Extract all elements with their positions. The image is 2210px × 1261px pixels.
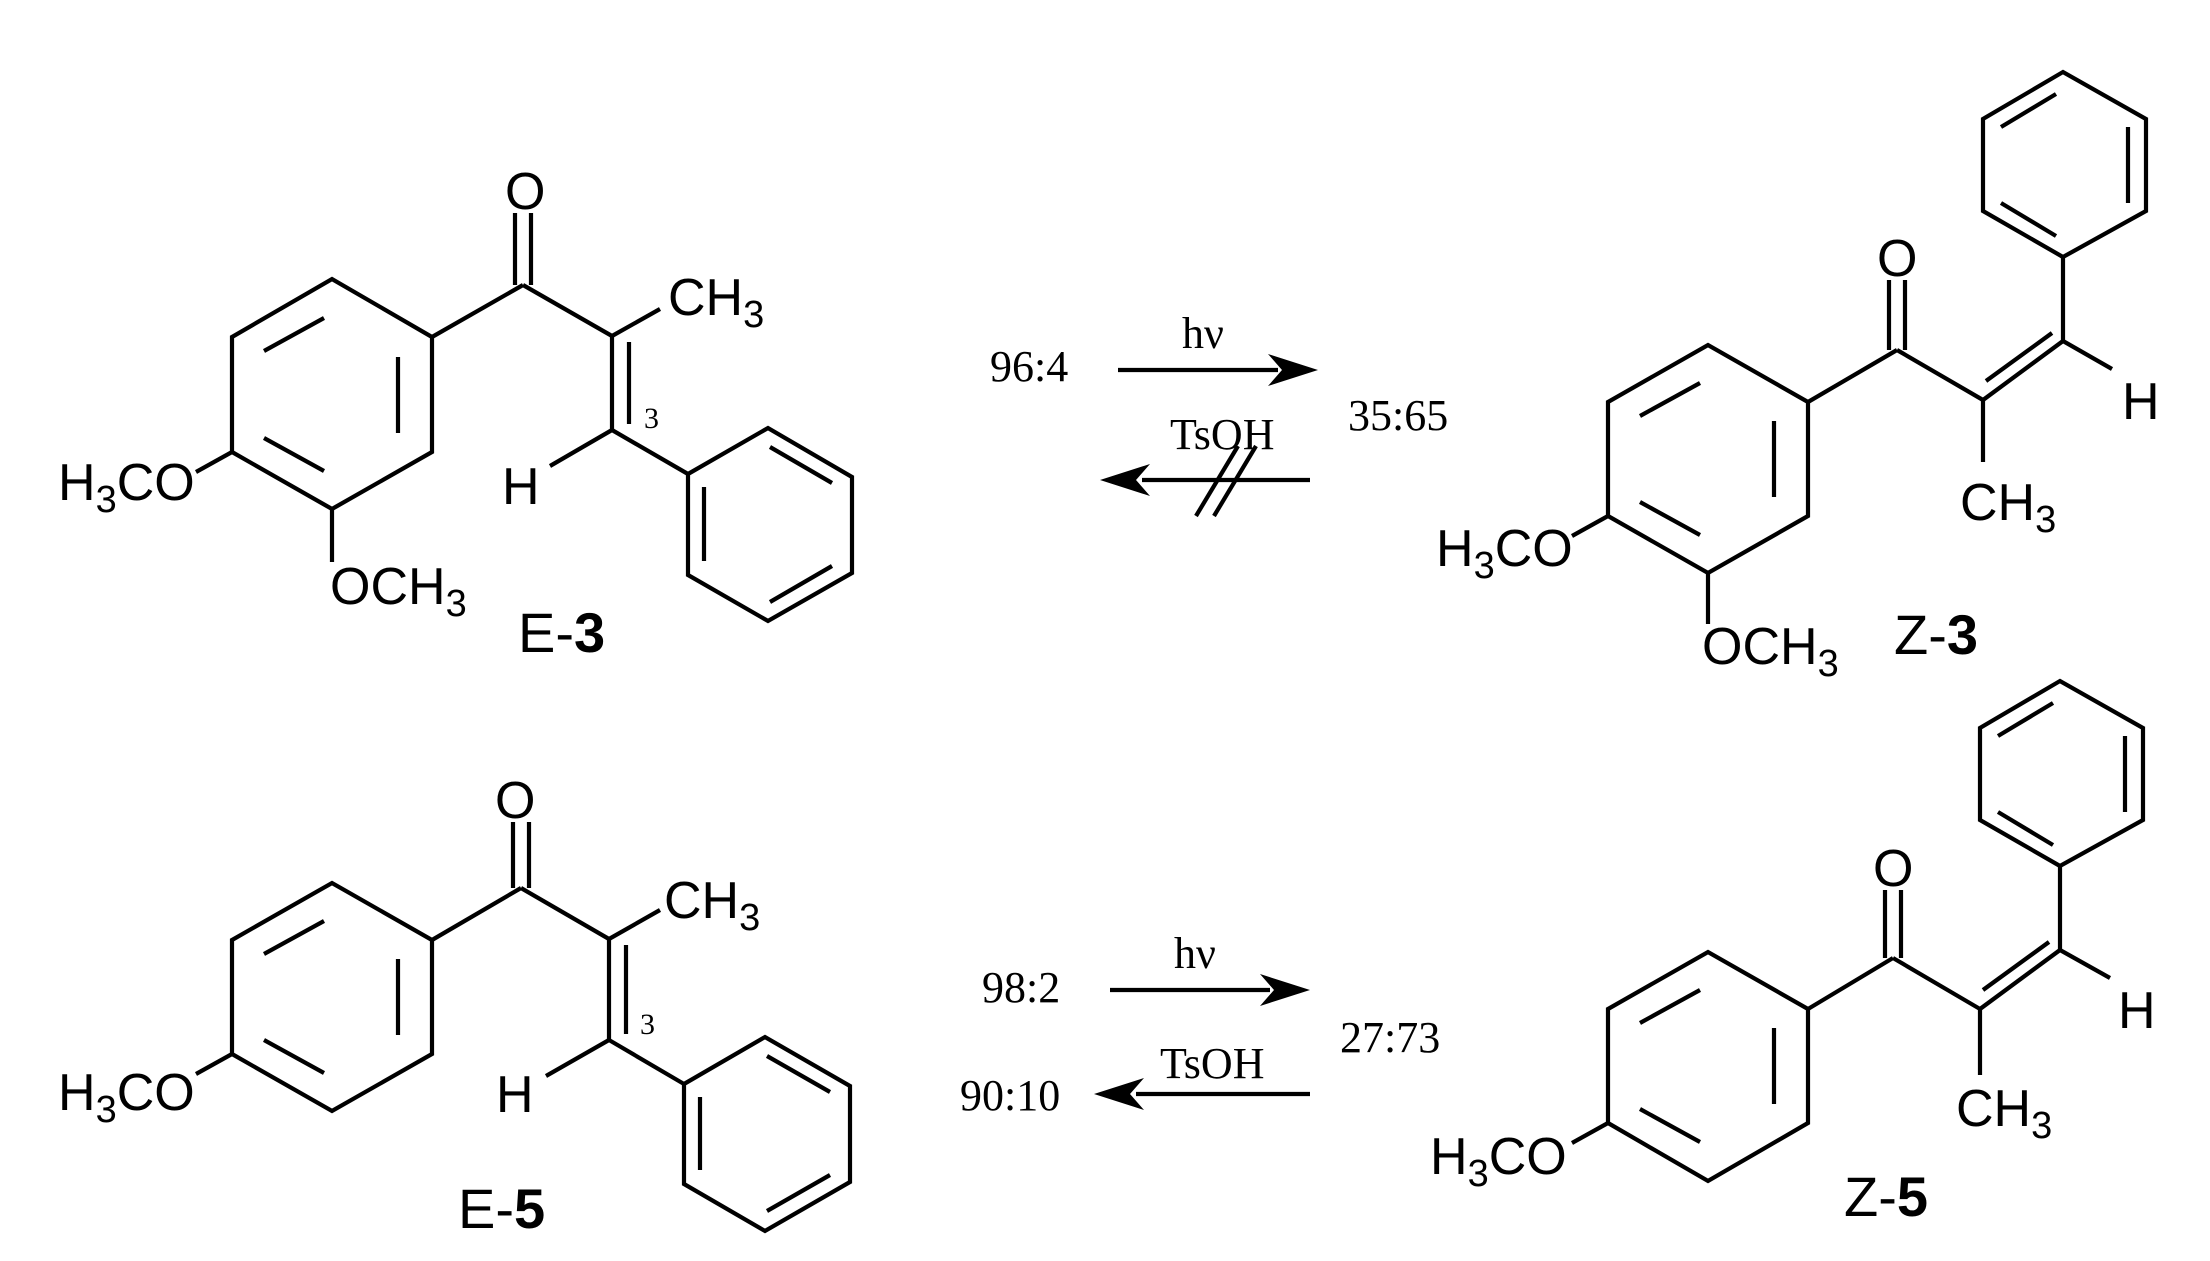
z3-hydrogen: H <box>2122 373 2160 431</box>
z5-bonds <box>1570 678 2146 1184</box>
e3-methoxy-para: H3CO <box>58 454 195 521</box>
e5-position-label: 3 <box>640 1008 655 1041</box>
bottom-forward-arrow <box>1110 974 1310 1006</box>
compound-z5: O H CH3 H3CO Z-5 <box>1430 678 2156 1228</box>
e3-label: E-3 <box>518 601 605 664</box>
top-reverse-arrow <box>1100 464 1310 496</box>
e3-methyl: CH3 <box>668 269 764 336</box>
z3-methoxy-para: H3CO <box>1436 520 1573 587</box>
bottom-reverse-arrow <box>1094 1078 1310 1110</box>
z3-bonds <box>1570 69 2149 624</box>
top-reverse-condition: TsOH <box>1170 410 1274 459</box>
z3-oxygen: O <box>1877 230 1917 288</box>
e3-hydrogen: H <box>502 458 540 516</box>
reaction-bottom: 98:2 hν 27:73 TsOH 90:10 <box>960 929 1440 1120</box>
reaction-top: 96:4 hν 35:65 TsOH <box>990 309 1448 518</box>
bottom-reverse-ratio: 90:10 <box>960 1071 1060 1120</box>
top-forward-arrow <box>1118 354 1318 386</box>
e3-methoxy-meta: OCH3 <box>330 558 467 625</box>
bottom-photostationary-ratio: 27:73 <box>1340 1013 1440 1062</box>
top-reverse-blocked-mark <box>1194 444 1258 518</box>
e5-label: E-5 <box>458 1177 545 1240</box>
z3-label: Z-3 <box>1894 603 1978 666</box>
z5-hydrogen: H <box>2118 982 2156 1040</box>
bottom-forward-condition: hν <box>1174 929 1216 978</box>
compound-z3: O H CH3 H3CO OCH3 Z-3 <box>1436 69 2160 685</box>
e3-position-label: 3 <box>644 402 659 435</box>
z3-methyl: CH3 <box>1960 474 2056 541</box>
top-forward-condition: hν <box>1182 309 1224 358</box>
bottom-reverse-condition: TsOH <box>1160 1039 1264 1088</box>
compound-e5: O CH3 3 H H3CO E-5 <box>58 772 853 1240</box>
bottom-start-ratio: 98:2 <box>982 963 1060 1012</box>
e3-oxygen: O <box>505 163 545 221</box>
e3-bonds <box>194 213 855 624</box>
e5-bonds <box>194 822 853 1234</box>
z5-label: Z-5 <box>1844 1165 1928 1228</box>
top-start-ratio: 96:4 <box>990 342 1068 391</box>
e5-oxygen: O <box>495 772 535 830</box>
z5-methoxy-para: H3CO <box>1430 1128 1567 1195</box>
top-photostationary-ratio: 35:65 <box>1348 391 1448 440</box>
e5-hydrogen: H <box>496 1066 534 1124</box>
z3-methoxy-meta: OCH3 <box>1702 618 1839 685</box>
e5-methoxy-para: H3CO <box>58 1064 195 1131</box>
z5-methyl: CH3 <box>1956 1080 2052 1147</box>
e5-methyl: CH3 <box>664 872 760 939</box>
compound-e3: O CH3 3 H H3CO OCH3 E-3 <box>58 163 855 664</box>
z5-oxygen: O <box>1873 840 1913 898</box>
